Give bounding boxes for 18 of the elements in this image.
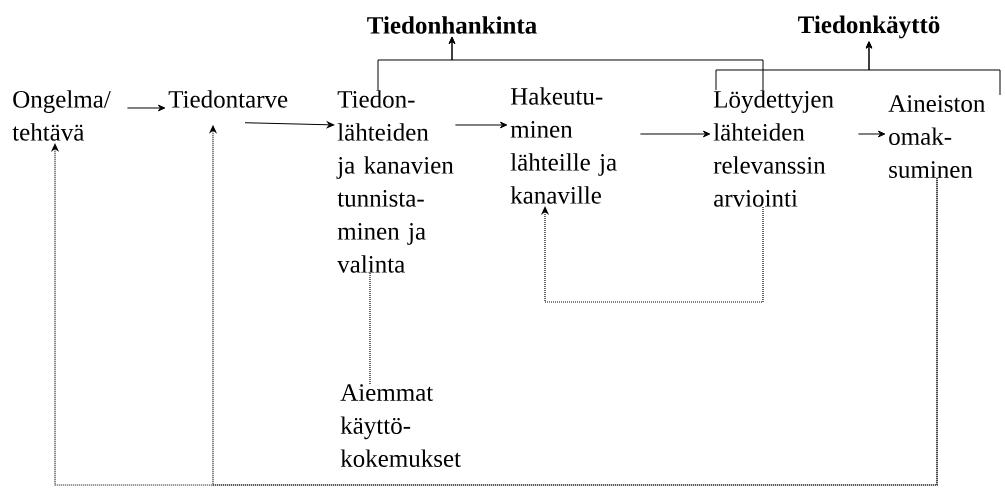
arrow (639, 130, 711, 138)
step-label: Tiedonkäyttö (798, 15, 940, 39)
step-label: Tiedontarve (168, 90, 288, 108)
step-label: Ongelma/ tehtävä (12, 90, 111, 141)
arrow (454, 121, 508, 129)
step-label: Tiedonhankinta (367, 16, 537, 34)
step-label: Aineiston omak- suminen (888, 95, 986, 178)
step-label: Hakeutu- minen lähteille ja kanaville (510, 87, 617, 204)
arrow (126, 104, 166, 112)
arrow (857, 130, 886, 138)
dotted-arrow (540, 206, 764, 303)
step-label: Aiemmat käyttö- kokemukset (340, 384, 461, 467)
bracket-arrow (865, 41, 1001, 96)
step-label: Tiedon- lähteiden ja kanavien tunnista- minen ja valinta (336, 90, 454, 273)
arrow (244, 121, 335, 129)
step-label: Löydettyjen lähteiden relevanssin arviointi (713, 90, 834, 207)
dotted-line (369, 272, 371, 385)
bracket-arrow (448, 36, 764, 91)
